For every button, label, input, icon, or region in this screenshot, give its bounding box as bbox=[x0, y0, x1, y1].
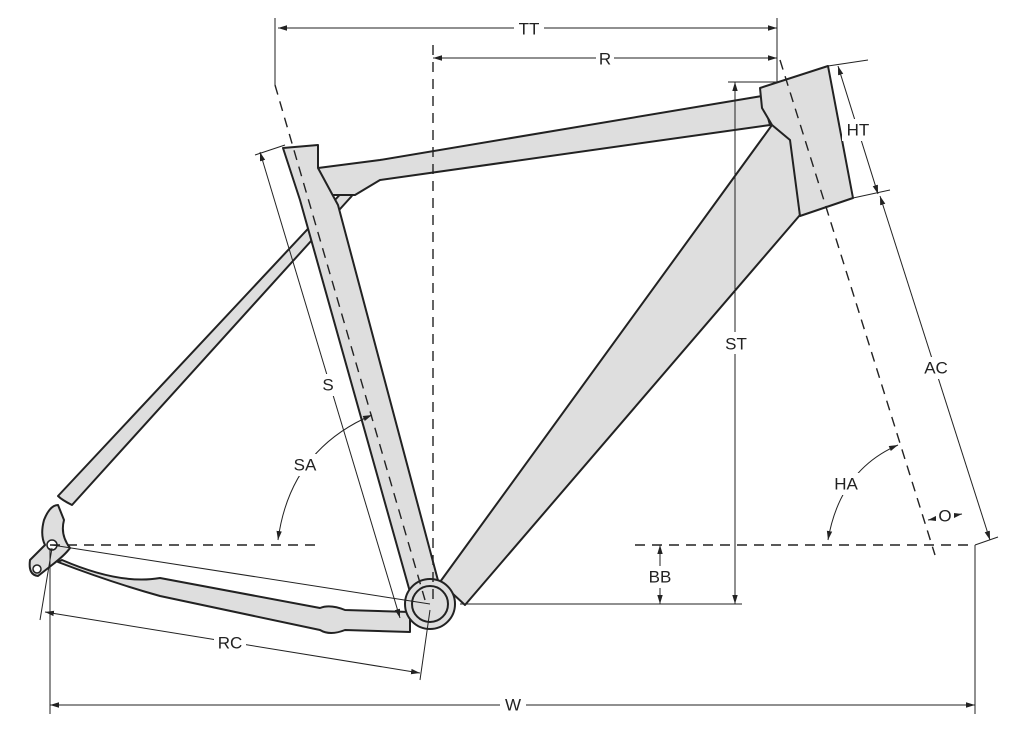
down-tube bbox=[439, 124, 801, 606]
label-st: ST bbox=[725, 335, 747, 354]
label-s: S bbox=[322, 376, 333, 395]
label-sa: SA bbox=[294, 456, 317, 475]
label-ac: AC bbox=[924, 359, 948, 378]
label-w: W bbox=[505, 696, 521, 715]
label-ht: HT bbox=[847, 121, 870, 140]
label-o: O bbox=[938, 507, 951, 526]
derailleur-hanger-hole bbox=[32, 564, 42, 574]
label-rc: RC bbox=[218, 634, 243, 653]
label-bb: BB bbox=[649, 568, 672, 587]
chainstay bbox=[57, 559, 411, 634]
dimension-labels: TT R ST BB HT AC HA O S SA RC W bbox=[214, 18, 954, 716]
seat-tube bbox=[282, 144, 441, 593]
label-tt: TT bbox=[519, 20, 540, 39]
label-r: R bbox=[599, 50, 611, 69]
head-tube bbox=[759, 65, 854, 217]
label-ha: HA bbox=[834, 475, 858, 494]
top-tube bbox=[317, 95, 771, 196]
